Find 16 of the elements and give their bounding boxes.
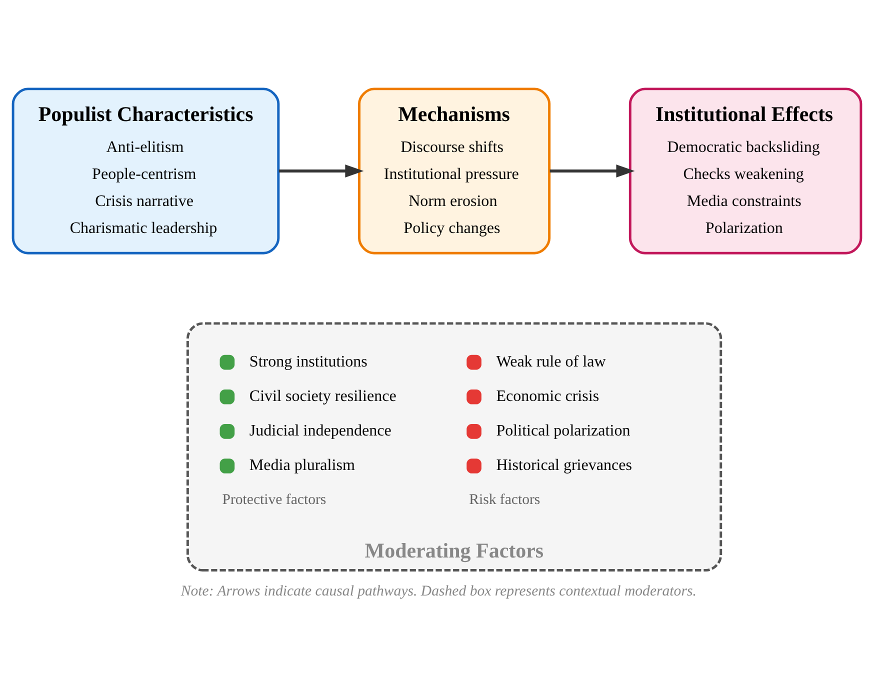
label: Protective factors	[222, 492, 326, 508]
caption: Note: Arrows indicate causal pathways. Dashed box represents contextual moderators.	[180, 584, 696, 600]
legend-label: Civil society resilience	[249, 388, 396, 406]
legend-label: Judicial independence	[249, 422, 392, 440]
legend-label: Economic crisis	[496, 388, 600, 406]
node-box: Institutional Effects Democratic backsliding Checks weakening Media constraints Polarization	[628, 88, 862, 254]
arrow	[550, 164, 635, 178]
legend-label: Media pluralism	[249, 457, 355, 474]
node-box: Mechanisms Discourse shifts Institutional pressure Norm erosion Policy changes	[358, 88, 551, 254]
legend-label: Strong institutions	[249, 354, 368, 371]
legend-label: Political polarization	[496, 422, 630, 440]
node-box: Populist Characteristics Anti-elitism People-centrism Crisis narrative Charismatic leadership	[12, 88, 280, 254]
label: Risk factors	[469, 492, 540, 508]
legend-label: Weak rule of law	[496, 354, 606, 371]
legend-label: Historical grievances	[496, 457, 632, 474]
arrow	[278, 164, 364, 178]
